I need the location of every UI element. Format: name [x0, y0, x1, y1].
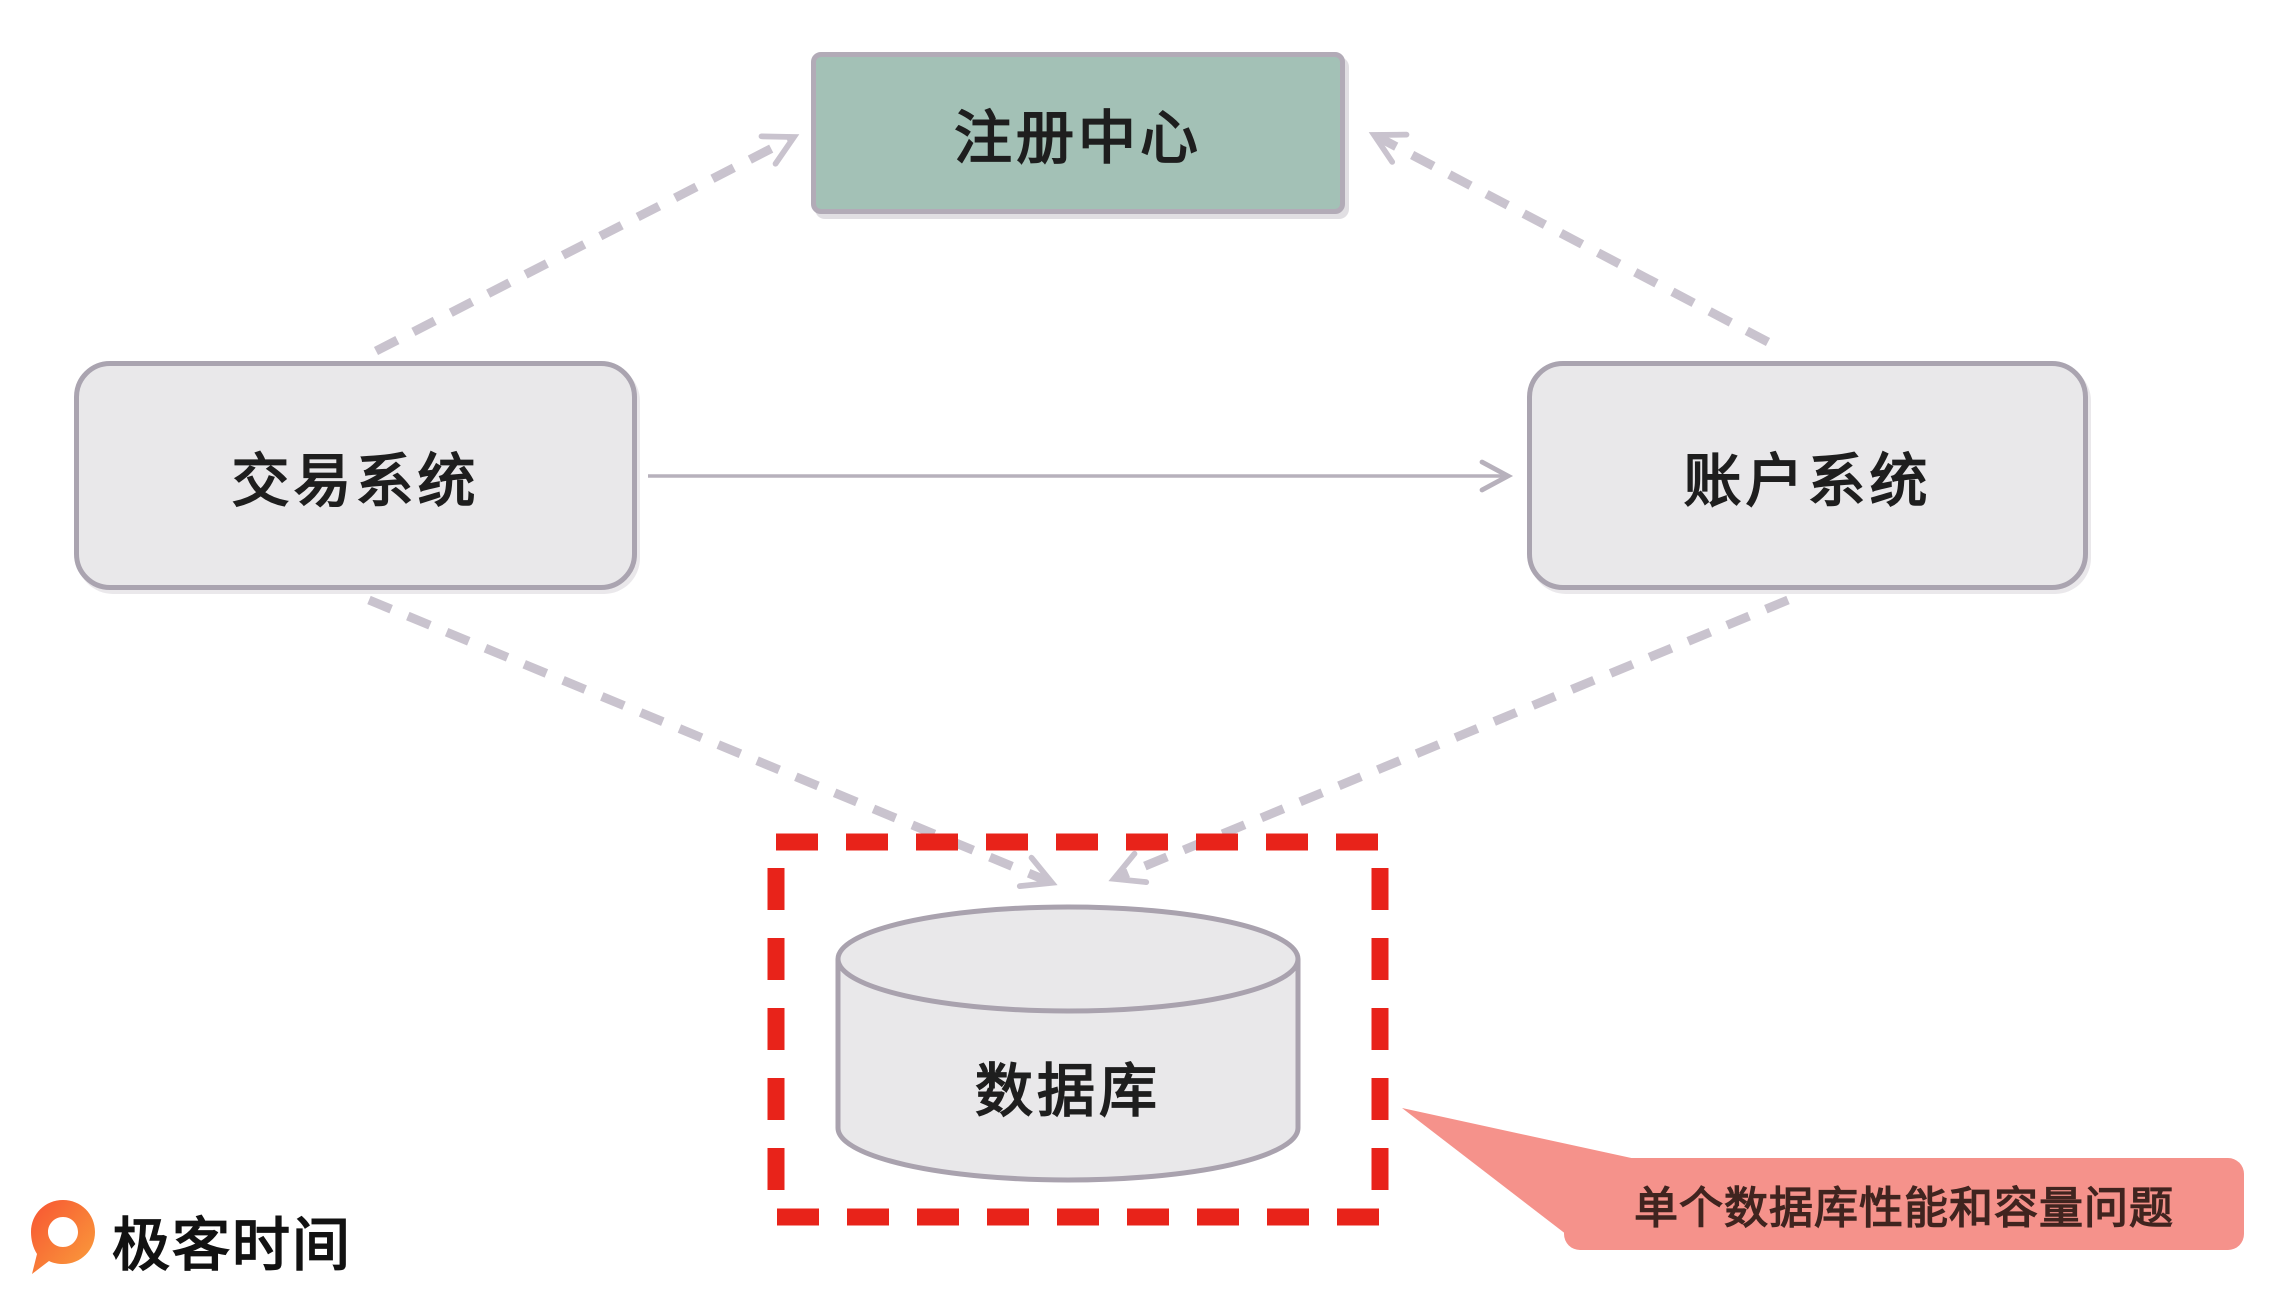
callout-text: 单个数据库性能和容量问题 [1634, 1183, 2174, 1234]
brand-logo-text: 极客时间 [112, 1211, 353, 1279]
node-account: 账户系统 [1527, 361, 2088, 590]
node-trading: 交易系统 [74, 361, 637, 590]
arrow-account-to-registry [1368, 131, 1771, 346]
arrow-trading-to-registry [373, 133, 800, 356]
database-highlight-box [767, 833, 1389, 1226]
node-trading-label: 交易系统 [231, 446, 480, 515]
database-cylinder [835, 904, 1301, 1183]
geektime-logo-icon [31, 1200, 95, 1274]
callout-bubble: 单个数据库性能和容量问题 [1564, 1158, 2244, 1250]
brand-logo: 极客时间 [28, 1198, 352, 1282]
node-account-label: 账户系统 [1683, 446, 1932, 515]
node-registry: 注册中心 [811, 52, 1345, 214]
arrow-account-to-database [1108, 595, 1790, 885]
node-registry-label: 注册中心 [953, 104, 1202, 172]
node-database-label: 数据库 [974, 1057, 1161, 1125]
